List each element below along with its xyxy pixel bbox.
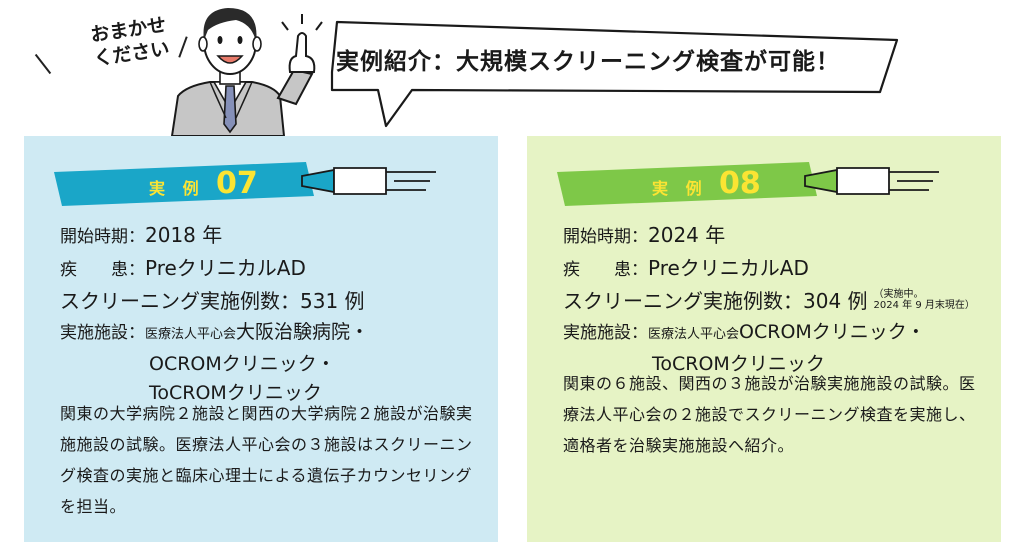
facility-name-2: OCROMクリニック・ <box>149 353 336 375</box>
count-note-line-1: （実施中。 <box>873 289 924 300</box>
businessman-illustration <box>170 8 323 136</box>
count-label: スクリーニング実施例数： <box>563 289 803 313</box>
disease-value: PreクリニカルAD <box>648 256 809 280</box>
case-label: 実 例 <box>652 179 708 198</box>
facility-label: 実施施設： <box>563 323 648 343</box>
case-description: 関東の大学病院２施設と関西の大学病院２施設が治験実施施設の試験。医療法人平心会の… <box>60 404 473 516</box>
disease-label: 疾 患： <box>563 260 648 280</box>
speech-bubble <box>330 20 899 128</box>
disease-value: PreクリニカルAD <box>145 256 306 280</box>
case-panel-08: 実 例 08 開始時期：2024 年 疾 患：PreクリニカルAD スクリーニン… <box>527 136 1001 542</box>
case-tag: 実 例 07 <box>54 162 314 206</box>
facility-org: 医療法人平心会 <box>145 327 237 342</box>
disease-row: 疾 患：PreクリニカルAD <box>60 253 369 286</box>
page-title: 実例紹介：大規模スクリーニング検査が可能！ <box>336 49 840 75</box>
start-value: 2018 年 <box>145 223 223 247</box>
count-note-line-2: 2024 年 9 月末現在） <box>873 300 975 311</box>
disease-row: 疾 患：PreクリニカルAD <box>563 253 975 286</box>
count-value: 304 例 <box>803 289 868 313</box>
count-row: スクリーニング実施例数：304 例 （実施中。2024 年 9 月末現在） <box>563 286 975 317</box>
case-description: 関東の６施設、関西の３施設が治験実施施設の試験。医療法人平心会の２施設でスクリー… <box>563 374 976 455</box>
start-label: 開始時期： <box>60 227 145 247</box>
case-tag-ribbon <box>54 162 314 206</box>
case-details: 開始時期：2018 年 疾 患：PreクリニカルAD スクリーニング実施例数：5… <box>60 220 369 408</box>
facility-name-3: ToCROMクリニック <box>149 382 322 404</box>
case-details: 開始時期：2024 年 疾 患：PreクリニカルAD スクリーニング実施例数：3… <box>563 220 975 379</box>
case-number: 08 <box>719 166 761 201</box>
marker-pen-icon <box>301 167 436 195</box>
start-value: 2024 年 <box>648 223 726 247</box>
count-row: スクリーニング実施例数：531 例 <box>60 286 369 317</box>
marker-pen-icon <box>804 167 939 195</box>
facility-name-1: OCROMクリニック・ <box>739 321 926 343</box>
facility-name-2: ToCROMクリニック <box>652 353 825 375</box>
case-tag-ribbon <box>557 162 817 206</box>
case-label: 実 例 <box>149 179 205 198</box>
count-note: （実施中。2024 年 9 月末現在） <box>874 289 975 311</box>
facility-row: 実施施設：医療法人平心会OCROMクリニック・ <box>563 317 975 350</box>
count-label: スクリーニング実施例数： <box>60 289 300 313</box>
start-label: 開始時期： <box>563 227 648 247</box>
facility-row: 実施施設：医療法人平心会大阪治験病院・ <box>60 317 369 350</box>
facility-name-1: 大阪治験病院・ <box>236 321 370 343</box>
facility-org: 医療法人平心会 <box>648 327 740 342</box>
case-tag: 実 例 08 <box>557 162 817 206</box>
count-value: 531 例 <box>300 289 365 313</box>
start-row: 開始時期：2018 年 <box>60 220 369 253</box>
facility-label: 実施施設： <box>60 323 145 343</box>
disease-label: 疾 患： <box>60 260 145 280</box>
case-number: 07 <box>216 166 258 201</box>
start-row: 開始時期：2024 年 <box>563 220 975 253</box>
case-panel-07: 実 例 07 開始時期：2018 年 疾 患：PreクリニカルAD スクリーニン… <box>24 136 498 542</box>
